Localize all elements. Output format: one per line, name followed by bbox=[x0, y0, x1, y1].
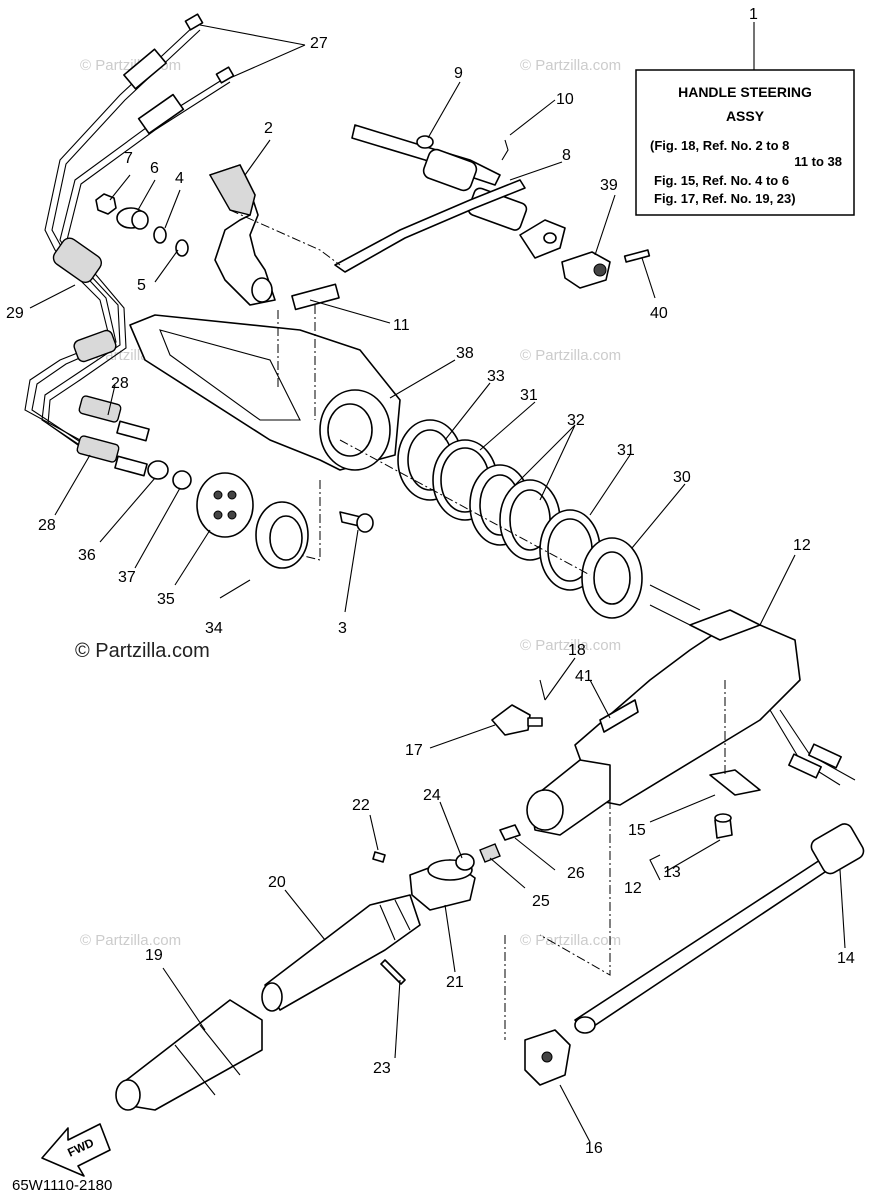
callout-15: 15 bbox=[628, 822, 646, 839]
callout-3: 3 bbox=[338, 620, 347, 637]
callout-18: 18 bbox=[568, 642, 586, 659]
callout-23: 23 bbox=[373, 1060, 391, 1077]
assembly-lines bbox=[229, 209, 726, 1040]
callout-12: 12 bbox=[793, 537, 811, 554]
watermark: © Partzilla.com bbox=[80, 932, 181, 949]
callout-17: 17 bbox=[405, 742, 423, 759]
callout-41: 41 bbox=[575, 668, 593, 685]
steering-bracket bbox=[526, 584, 856, 836]
callout-34: 34 bbox=[205, 620, 223, 637]
callout-14: 14 bbox=[837, 950, 855, 967]
parts-39-40 bbox=[561, 249, 651, 289]
shift-lever bbox=[524, 1029, 571, 1086]
callout-26: 26 bbox=[567, 865, 585, 882]
callout-28-bottom: 28 bbox=[38, 517, 56, 534]
callout-35: 35 bbox=[157, 591, 175, 608]
callout-20: 20 bbox=[268, 874, 286, 891]
watermark: © Partzilla.com bbox=[520, 347, 621, 364]
callout-38: 38 bbox=[456, 345, 474, 362]
watermark: © Partzilla.com bbox=[520, 57, 621, 74]
note-line-2: 11 to 38 bbox=[794, 154, 842, 169]
watermark: © Partzilla.com bbox=[520, 637, 621, 654]
callout-2: 2 bbox=[264, 120, 273, 137]
callout-28-top: 28 bbox=[111, 375, 129, 392]
callout-16: 16 bbox=[585, 1140, 603, 1157]
note-line-3: Fig. 15, Ref. No. 4 to 6 bbox=[654, 173, 789, 188]
callout-7: 7 bbox=[124, 150, 133, 167]
callout-21: 21 bbox=[446, 974, 464, 991]
callout-10: 10 bbox=[556, 91, 574, 108]
grommets-34-37 bbox=[147, 460, 309, 569]
callout-5: 5 bbox=[137, 277, 146, 294]
callout-13: 13 bbox=[663, 864, 681, 881]
callout-31-top: 31 bbox=[520, 387, 538, 404]
shift-rod-assembly bbox=[334, 124, 566, 273]
callout-27: 27 bbox=[310, 35, 328, 52]
note-line-1: (Fig. 18, Ref. No. 2 to 8 bbox=[650, 138, 789, 153]
diagram-code: 65W1110-2180 bbox=[12, 1177, 112, 1194]
handle-bracket bbox=[129, 283, 401, 471]
note-line-4: Fig. 17, Ref. No. 19, 23) bbox=[654, 191, 796, 206]
callout-40: 40 bbox=[650, 305, 668, 322]
callout-29: 29 bbox=[6, 305, 24, 322]
washers-30-33 bbox=[397, 419, 643, 619]
callout-8: 8 bbox=[562, 147, 571, 164]
throttle-cables bbox=[24, 13, 235, 477]
throttle-collar bbox=[372, 824, 521, 985]
callout-37: 37 bbox=[118, 569, 136, 586]
note-title-1: HANDLE STEERING bbox=[678, 84, 812, 100]
throttle-shaft bbox=[261, 894, 421, 1012]
watermarks: © Partzilla.com © Partzilla.com © Partzi… bbox=[75, 57, 621, 949]
bolt-3 bbox=[339, 511, 374, 533]
callout-25: 25 bbox=[532, 893, 550, 910]
note-title-2: ASSY bbox=[726, 108, 765, 124]
leader-lines bbox=[29, 24, 846, 1143]
callout-33: 33 bbox=[487, 368, 505, 385]
callout-6: 6 bbox=[150, 160, 159, 177]
callout-22: 22 bbox=[352, 797, 370, 814]
steering-handle bbox=[208, 164, 276, 306]
callout-39: 39 bbox=[600, 177, 618, 194]
watermark: © Partzilla.com bbox=[520, 932, 621, 949]
cable-spring-29 bbox=[52, 237, 117, 363]
cable-ends-28 bbox=[76, 395, 150, 477]
watermark-strong: © Partzilla.com bbox=[75, 640, 210, 662]
callout-24: 24 bbox=[423, 787, 441, 804]
fwd-arrow: FWD bbox=[41, 1123, 111, 1177]
callout-30: 30 bbox=[673, 469, 691, 486]
callout-9: 9 bbox=[454, 65, 463, 82]
callout-12-sub: 12 bbox=[624, 880, 642, 897]
bracket-hardware bbox=[491, 679, 761, 839]
note-box: 1 HANDLE STEERING ASSY (Fig. 18, Ref. No… bbox=[635, 6, 855, 216]
shift-shaft bbox=[574, 823, 865, 1034]
callout-36: 36 bbox=[78, 547, 96, 564]
callout-32: 32 bbox=[567, 412, 585, 429]
callout-11: 11 bbox=[393, 317, 410, 334]
callout-31-bottom: 31 bbox=[617, 442, 635, 459]
throttle-grip bbox=[115, 999, 263, 1111]
callouts: 27 2 3 4 5 6 7 8 9 10 11 12 12 13 14 15 … bbox=[6, 35, 855, 1157]
callout-1: 1 bbox=[749, 6, 758, 23]
callout-4: 4 bbox=[175, 170, 184, 187]
callout-19: 19 bbox=[145, 947, 163, 964]
